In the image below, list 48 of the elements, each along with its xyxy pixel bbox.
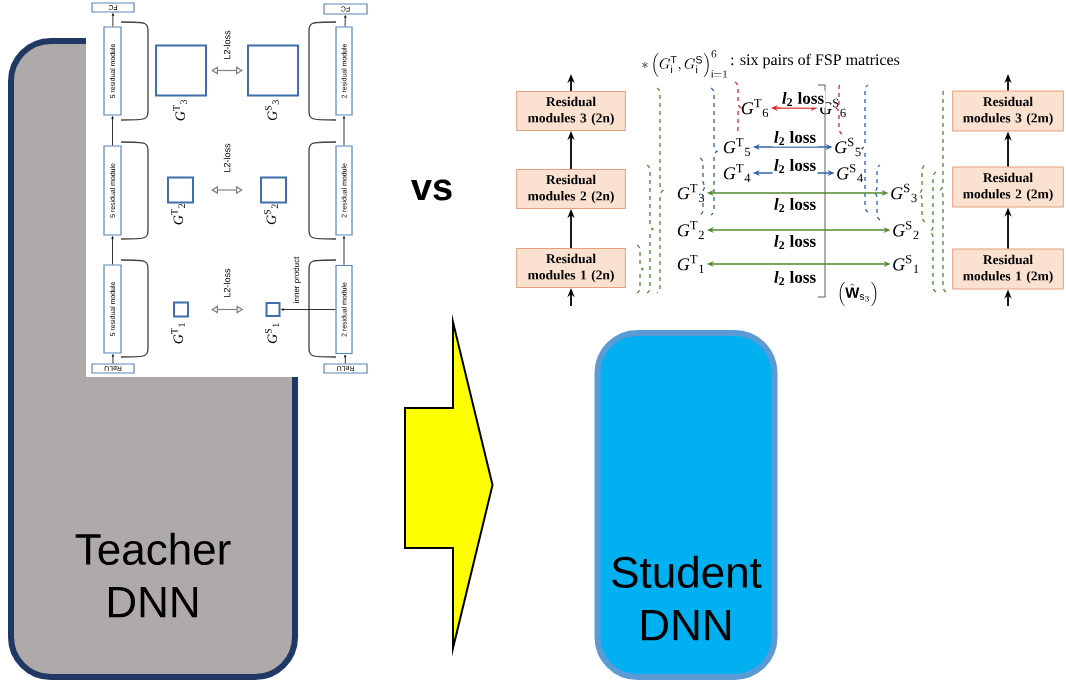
arrow	[281, 308, 336, 311]
module-box: Residual modules 1 (2m)	[952, 248, 1064, 290]
double-arrow	[211, 66, 243, 75]
edge-label: l$_{2}$ loss	[772, 269, 818, 287]
matrix-label: G$^{S}$2	[264, 204, 278, 225]
arrow	[111, 116, 114, 146]
matrix-label: G$^{S}$5	[835, 137, 861, 157]
matrix-label: G$^{T}$1	[171, 323, 185, 344]
module-box: Residual modules 2 (2m)	[952, 166, 1064, 208]
matrix-label: G$^{S}$3	[891, 183, 917, 203]
matrix-label: G$^{T}$3	[173, 99, 187, 121]
module-box: Residual modules 1 (2n)	[516, 248, 626, 288]
edge-label: l$_{2}$ loss	[772, 196, 818, 214]
formula: $\ast\left(G_{\mathrm{i}}^{\mathrm{T}},G_{\mathrm{i}}^{\mathrm{S}}\right)_{\mathrm{i}=1}^{6}$	[642, 50, 727, 78]
edge-label: L2-loss	[222, 142, 232, 174]
arrow	[342, 116, 346, 146]
edge-label: l$_{2}$ loss	[780, 90, 826, 108]
matrix-label: G$^{S}$4	[837, 163, 863, 183]
edge-label: l$_{2}$ loss	[772, 129, 818, 147]
matrix-label: G$^{S}$2	[893, 220, 919, 240]
matrix-label: G$^{S}$3	[264, 100, 280, 121]
matrix-label: G$^{T}$3	[677, 183, 704, 203]
arrow	[111, 236, 114, 265]
arrow	[344, 354, 347, 364]
note-text: : six pairs of FSP matrices	[731, 53, 900, 69]
arrow	[111, 13, 115, 27]
matrix-label: G$^{T}$2	[171, 204, 185, 225]
module-box: Residual modules 3 (2m)	[952, 90, 1064, 132]
arrow	[342, 236, 346, 266]
formula: $\left(\hat{\mathbf{W}}_{\mathrm{s}_{3}}\right)$	[839, 282, 877, 306]
network-box: Student DNN	[594, 330, 778, 680]
matrix-label: G$^{T}$1	[677, 254, 704, 274]
matrix-label: G$^{S}$1	[265, 323, 279, 344]
block-arrow	[404, 313, 494, 657]
matrix-label: G$^{T}$5	[723, 137, 750, 157]
matrix-label: G$^{T}$6	[741, 98, 769, 118]
arrow	[111, 354, 115, 364]
edge-label: l$_{2}$ loss	[772, 157, 818, 175]
module-box: Residual modules 3 (2n)	[516, 91, 626, 131]
double-arrow	[211, 185, 243, 195]
arrow	[344, 15, 347, 27]
matrix-label: G$^{T}$4	[723, 163, 751, 183]
matrix-label: G$^{S}$1	[893, 254, 919, 274]
edge-label: l$_{2}$ loss	[772, 233, 818, 251]
module-box: Residual modules 2 (2n)	[516, 169, 626, 209]
comparison-label: vs	[411, 179, 452, 201]
edge-label: L2-loss	[222, 267, 232, 299]
matrix-label: G$^{T}$2	[677, 220, 704, 240]
